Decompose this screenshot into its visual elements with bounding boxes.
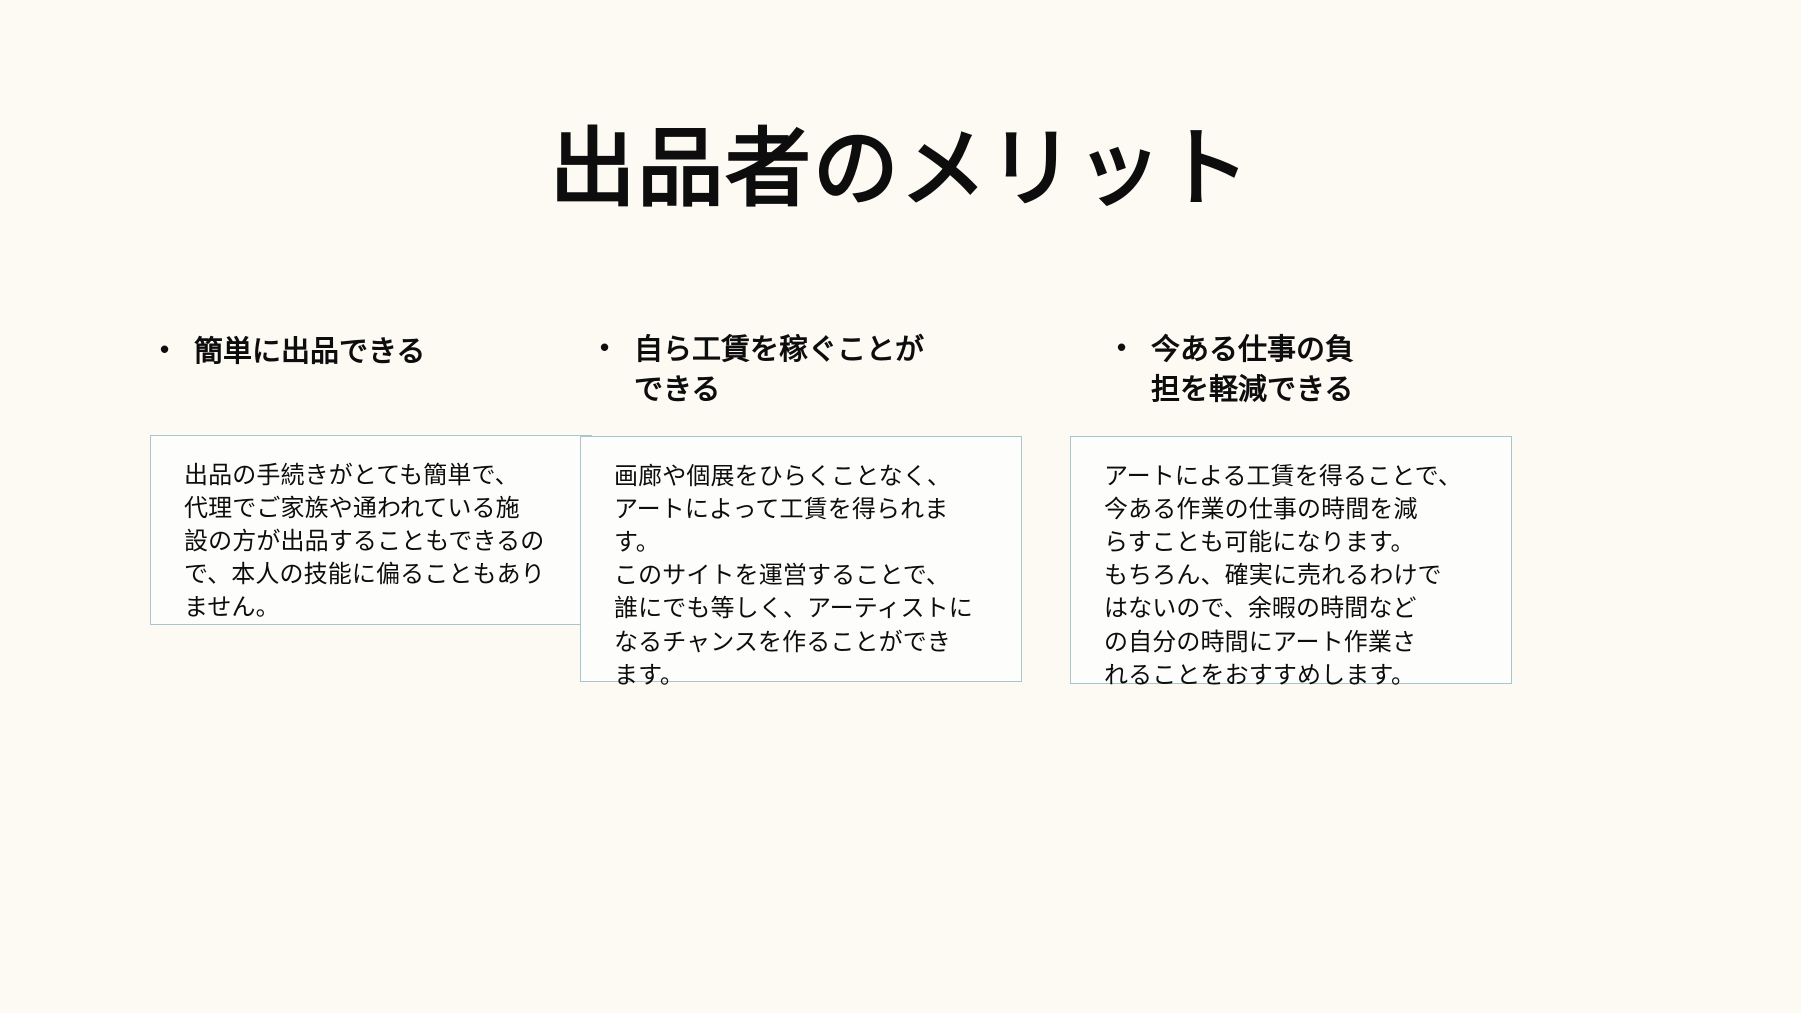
benefit-description-box-2: 画廊や個展をひらくことなく、 アートによって工賃を得られま す。 このサイトを運… <box>580 436 1022 689</box>
bullet-point-icon: • <box>1117 332 1127 362</box>
bullet-heading-label-1: 簡単に出品できる <box>194 336 426 368</box>
benefit-description-box-1: 出品の手続きがとても簡単で、 代理でご家族や通われている施 設の方が出品すること… <box>150 435 592 625</box>
page-title: 出品者のメリット <box>549 121 1252 217</box>
bullet-heading-label-2: 自ら工賃を稼ぐことが できる <box>634 334 925 407</box>
bullet-heading-label-3: 今ある仕事の負 担を軽減できる <box>1151 334 1355 407</box>
bullet-point-icon: • <box>160 334 170 364</box>
benefit-column-1: • 簡単に出品できる 出品の手続きがとても簡単で、 代理でご家族や通われている施… <box>150 0 592 1013</box>
bullet-heading-1: • 簡単に出品できる <box>160 332 560 372</box>
bullet-heading-3: • 今ある仕事の負 担を軽減できる <box>1117 330 1477 410</box>
bullet-heading-2: • 自ら工賃を稼ぐことが できる <box>600 330 1000 410</box>
benefit-description-box-3: アートによる工賃を得ることで、 今ある作業の仕事の時間を減 らすことも可能になり… <box>1070 436 1512 689</box>
benefit-column-2: • 自ら工賃を稼ぐことが できる 画廊や個展をひらくことなく、 アートによって工… <box>580 0 1022 1013</box>
benefit-column-3: • 今ある仕事の負 担を軽減できる アートによる工賃を得ることで、 今ある作業の… <box>1070 0 1512 1013</box>
bullet-point-icon: • <box>600 332 610 362</box>
